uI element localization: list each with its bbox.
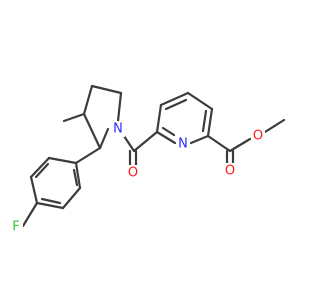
bond-py-inner-2: [201, 109, 208, 133]
bond-aryl-3: [35, 201, 65, 210]
fluorine-atom-label: F: [12, 220, 19, 235]
bond-aryl-inner-2: [40, 197, 62, 205]
bond-aryl-inner-3: [34, 162, 50, 179]
ester-oxygen-mask: [251, 128, 265, 144]
atom-label-layer: F N N O O O: [9, 121, 265, 235]
ester-carbonyl-oxygen-label: O: [225, 164, 235, 179]
bond-aryl-1: [74, 161, 82, 190]
bond-pyrrolidine-c2-c3: [82, 112, 102, 150]
bond-py-5: [189, 134, 210, 145]
bond-ester-o-methyl: [263, 118, 286, 134]
bond-aryl-6: [47, 156, 78, 165]
bond-py-inner-1: [164, 98, 188, 111]
bond-aryl-5: [29, 156, 51, 179]
bond-py-4: [206, 107, 214, 138]
bond-aryl-4: [29, 175, 39, 205]
bond-pyrrolidine-c5-n: [116, 91, 123, 123]
pyridine-nitrogen-mask: [176, 136, 190, 152]
fluorine-mask: [9, 219, 23, 235]
bond-methyl: [62, 112, 86, 123]
ester-carbonyl-oxygen-mask: [223, 163, 237, 179]
bond-pyrrolidine-n-c2: [98, 127, 110, 150]
amide-oxygen-label: O: [128, 166, 138, 181]
bond-ester-c-o: [228, 137, 252, 153]
bond-carbonyl-pyridine: [132, 130, 159, 153]
bond-aryl-inner-1: [72, 168, 79, 187]
bond-n-carbonyl: [122, 134, 136, 153]
bond-c2-aryl: [74, 146, 102, 165]
amide-oxygen-mask: [126, 165, 140, 181]
bond-py-3: [186, 91, 214, 111]
bond-pyrrolidine-c4-c5: [90, 84, 123, 95]
bond-ring-ester-c: [206, 134, 232, 153]
bond-pyrrolidine-c3-c4: [82, 84, 94, 116]
pyrrolidine-nitrogen-label: N: [113, 122, 123, 137]
bond-py-1: [155, 103, 163, 134]
pyrrolidine-nitrogen-mask: [111, 121, 125, 137]
bond-py-6: [155, 130, 177, 145]
bond-py-inner-3: [161, 126, 176, 137]
bond-py-2: [159, 91, 190, 107]
bond-c-f: [21, 201, 39, 228]
bond-layer: [21, 84, 286, 228]
bond-aryl-2: [61, 186, 82, 210]
pyridine-nitrogen-label: N: [178, 137, 188, 152]
molecule-structure-diagram: F N N O O O: [9, 84, 286, 235]
ester-oxygen-label: O: [253, 129, 263, 144]
